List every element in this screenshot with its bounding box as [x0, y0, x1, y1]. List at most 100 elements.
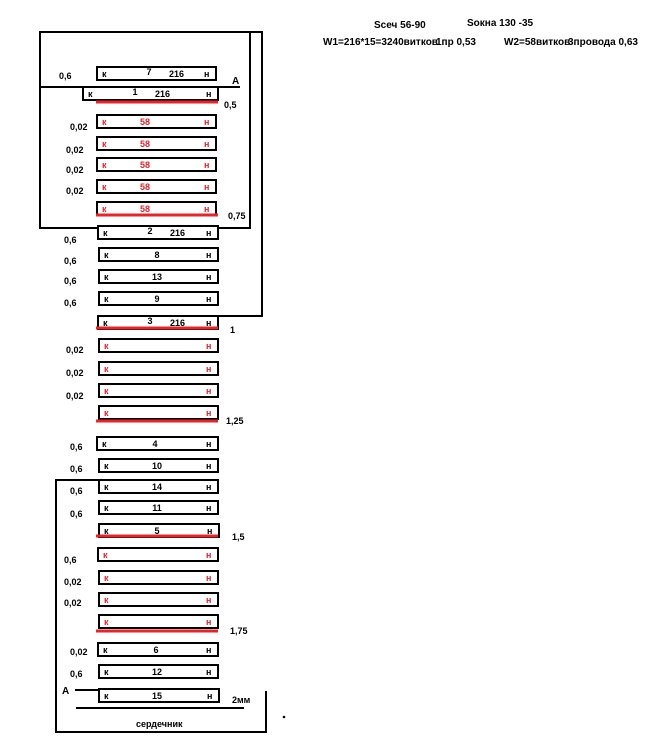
gap-label: 0,02	[70, 122, 88, 132]
coil-start-label: к	[104, 573, 109, 583]
w2-label: W2=58витков	[504, 37, 571, 48]
coil-end-label: н	[206, 550, 211, 560]
coil-turns: 58	[140, 182, 150, 192]
bracket-wire-lower	[55, 479, 267, 733]
coil-number: 8	[154, 250, 159, 260]
coil-frame	[96, 179, 217, 194]
connection-wires	[39, 31, 267, 733]
coil-start-label: к	[102, 204, 107, 214]
coil-end-label: н	[206, 595, 211, 605]
gap-label: 0,6	[70, 486, 83, 496]
coil-end-label: н	[206, 503, 211, 513]
coil-frame	[97, 225, 219, 240]
coil-start-label: к	[102, 139, 107, 149]
coil-end-label: н	[206, 318, 211, 328]
coil-number: 13	[152, 272, 162, 282]
insulation-thickness-label: 1,75	[230, 626, 248, 636]
coil-start-label: к	[104, 617, 109, 627]
coil-frame	[98, 405, 219, 420]
gap-label: 0,02	[66, 345, 84, 355]
coil-frame	[98, 664, 219, 679]
gap-label: 0,6	[64, 276, 77, 286]
coil-frame	[82, 86, 219, 101]
coil-start-label: к	[104, 503, 109, 513]
coil-start-label: к	[102, 182, 107, 192]
coil-frame	[98, 570, 219, 585]
coil-frame	[96, 114, 217, 129]
gap-label: 0,02	[66, 165, 84, 175]
gap-label: 0,6	[64, 555, 77, 565]
wire2-label: 3провода 0,63	[568, 37, 638, 48]
coil-start-label: к	[104, 364, 109, 374]
coil-frame	[98, 247, 219, 262]
gap-label: 0,6	[70, 509, 83, 519]
coil-turns: 58	[140, 117, 150, 127]
coil-number: 1	[132, 87, 137, 97]
coil-start-label: к	[104, 691, 109, 701]
coil-start-label: к	[88, 89, 93, 99]
gap-label: 0,02	[64, 598, 82, 608]
coil-number: 14	[152, 482, 162, 492]
insulation-thickness-label: 0,5	[224, 100, 237, 110]
coil-end-label: н	[204, 139, 209, 149]
gap-label: 0,6	[70, 669, 83, 679]
insulation-thickness-label: 1,25	[226, 416, 244, 426]
coil-frame	[96, 136, 217, 151]
coil-number: 9	[154, 294, 159, 304]
gap-label: 0,6	[70, 442, 83, 452]
coil-end-label: н	[204, 204, 209, 214]
coil-28: к н 15	[98, 688, 220, 703]
coil-frame	[98, 592, 219, 607]
w1-label: W1=216*15=3240витков	[323, 37, 438, 48]
coil-frame	[98, 688, 220, 703]
coil-end-label: н	[206, 667, 211, 677]
coil-number: 4	[152, 439, 157, 449]
section-label: Sсеч 56-90	[374, 20, 426, 31]
coil-start-label: к	[104, 461, 109, 471]
coil-frame	[98, 291, 219, 306]
coil-start-label: к	[104, 482, 109, 492]
coil-end-label: н	[204, 69, 209, 79]
coil-end-label: н	[207, 691, 212, 701]
bracket-wire-right	[218, 31, 263, 317]
coil-start-label: к	[102, 160, 107, 170]
coil-end-label: н	[206, 228, 211, 238]
coil-number: 15	[152, 691, 162, 701]
stray-dot	[282, 715, 286, 719]
coil-frame	[98, 269, 219, 284]
gap-label: 0,6	[64, 256, 77, 266]
outer-loop-wire-bottom	[39, 87, 98, 229]
coil-end-label: н	[206, 89, 211, 99]
coil-end-label: н	[206, 294, 211, 304]
coil-frame	[98, 479, 219, 494]
wire1-label: 1пр 0,53	[436, 37, 476, 48]
coil-end-label: н	[206, 408, 211, 418]
coil-start-label: к	[103, 228, 108, 238]
coil-start-label: к	[104, 526, 109, 536]
coil-frame	[98, 383, 219, 398]
coil-frame	[96, 66, 217, 81]
coil-number: 12	[152, 667, 162, 677]
coil-start-label: к	[104, 272, 109, 282]
coil-number: 11	[152, 503, 162, 513]
right-loop-wire	[218, 207, 251, 229]
coil-start-label: к	[104, 408, 109, 418]
gap-label: 0,6	[59, 71, 72, 81]
coil-number: 7	[146, 67, 151, 77]
